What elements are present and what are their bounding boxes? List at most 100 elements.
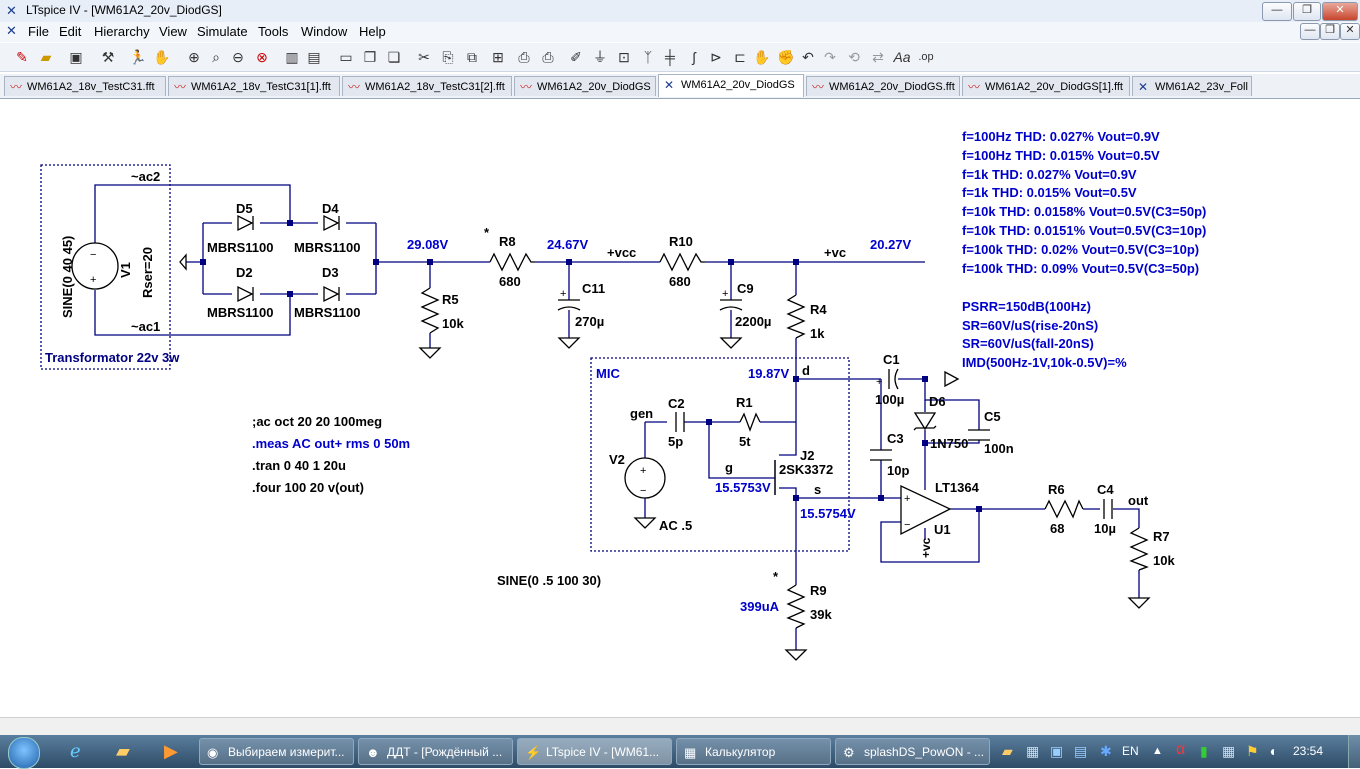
halt-icon[interactable]: ✋	[153, 49, 171, 65]
ground-icon[interactable]: ⎙	[542, 49, 554, 65]
task-calculator[interactable]: ▦Калькулятор	[676, 738, 831, 765]
tray-bluetooth-icon[interactable]: ✱	[1100, 743, 1112, 759]
mic-label: MIC	[596, 366, 620, 381]
tab-label: WM61A2_20v_DiodGS.fft	[829, 81, 955, 93]
tray-arrow-icon[interactable]: ▲	[1152, 745, 1163, 757]
task-firefox[interactable]: ◉Выбираем измерит...	[199, 738, 354, 765]
rotate-icon[interactable]: ↶	[802, 49, 814, 65]
mirror-icon[interactable]: ↷	[824, 49, 836, 65]
show-desktop-button[interactable]	[1348, 735, 1360, 768]
task-label: splashDS_PowON - ...	[864, 745, 985, 759]
tool-icon: ⚙	[843, 745, 855, 760]
tab-wm61a2-20v-diodgs-fft[interactable]: 〰WM61A2_20v_DiodGS.fft	[806, 76, 960, 96]
restore-button[interactable]: ❐	[1293, 2, 1321, 21]
op-directive-icon[interactable]: .op	[918, 51, 934, 63]
tray-network-icon[interactable]: ▦	[1026, 743, 1040, 759]
tray-flag-icon[interactable]: ⚑	[1246, 743, 1259, 759]
component-icon[interactable]: ʃ	[692, 49, 696, 65]
tray-volume-icon[interactable]: ◖	[1268, 743, 1277, 759]
spice-directive-icon[interactable]: ⇄	[872, 49, 884, 65]
spice-directives[interactable]: ;ac oct 20 20 100meg .meas AC out+ rms 0…	[252, 414, 410, 495]
tab-wm61a2-20v-diodgs-waveform[interactable]: 〰WM61A2_20v_DiodGS	[514, 76, 656, 96]
tray-alpha-icon[interactable]: α	[1176, 741, 1186, 758]
g-net-label: g	[725, 460, 733, 475]
print-icon[interactable]: ⊞	[492, 49, 504, 65]
run-icon[interactable]: 🏃	[129, 49, 147, 65]
zoom-out-icon[interactable]: ⊖	[232, 49, 244, 65]
tray-battery-icon[interactable]: ▮	[1200, 743, 1208, 759]
schematic-canvas[interactable]: −+ +− +− +++ D5 D4 MBRS1100 MBRS1100 D2 …	[0, 99, 1360, 716]
mdi-minimize-button[interactable]: —	[1300, 23, 1320, 40]
clock[interactable]: 23:54	[1293, 744, 1324, 758]
minimize-button[interactable]: —	[1262, 2, 1292, 21]
ie-icon[interactable]: ℯ	[70, 741, 81, 761]
tray-monitor-icon[interactable]: ▣	[1050, 743, 1064, 759]
zoom-fit-icon[interactable]: ⊗	[256, 49, 268, 65]
print-setup-icon[interactable]: ⧉	[467, 49, 477, 65]
mdi-restore-button[interactable]: ❐	[1320, 23, 1340, 40]
tile-icon[interactable]: ▤	[307, 49, 321, 65]
tab-wm61a2-20v-diodgs-1-fft[interactable]: 〰WM61A2_20v_DiodGS[1].fft	[962, 76, 1130, 96]
task-label: LTspice IV - [WM61...	[546, 745, 660, 759]
language-indicator[interactable]: EN	[1122, 744, 1139, 758]
drag-icon[interactable]: ⊏	[734, 49, 746, 65]
draw-wire-icon[interactable]: ⎙	[518, 49, 530, 65]
schematic-icon: ✕	[1138, 80, 1149, 94]
tab-wm61a2-20v-diodgs-schematic[interactable]: ✕WM61A2_20v_DiodGS	[658, 74, 804, 97]
font-icon[interactable]: Aa	[893, 49, 911, 65]
open-icon[interactable]: ▰	[40, 49, 52, 65]
new-schematic-icon[interactable]: ✎	[16, 49, 28, 65]
menu-view[interactable]: View	[159, 24, 187, 39]
task-ddt[interactable]: ☻ДДТ - [Рождённый ...	[358, 738, 513, 765]
media-icon[interactable]: ▶	[164, 741, 178, 761]
tray-folder-icon[interactable]: ▰	[1002, 743, 1013, 759]
inductor-icon[interactable]: ᛉ	[643, 49, 653, 65]
diode-icon[interactable]: ╪	[665, 49, 675, 65]
mdi-close-button[interactable]: ✕	[1340, 23, 1360, 40]
capacitor-icon[interactable]: ⊡	[618, 49, 630, 65]
tray-display-icon[interactable]: ▤	[1074, 743, 1088, 759]
transformer-box	[40, 164, 171, 370]
save-icon[interactable]: ▣	[69, 49, 83, 65]
close-window-icon[interactable]: ❐	[363, 49, 377, 65]
menu-window[interactable]: Window	[301, 24, 348, 39]
control-panel-icon[interactable]: ⚒	[101, 49, 115, 65]
waveform-icon: 〰	[174, 80, 187, 94]
autorange-icon[interactable]: ▥	[285, 49, 299, 65]
tab-wm61a2-18v-testc31-2-fft[interactable]: 〰WM61A2_18v_TestC31[2].fft	[342, 76, 512, 96]
start-orb-icon[interactable]	[8, 737, 40, 769]
tab-wm61a2-18v-testc31-1-fft[interactable]: 〰WM61A2_18v_TestC31[1].fft	[168, 76, 340, 96]
c2-name: C2	[668, 396, 685, 411]
resistor-icon[interactable]: ⏚	[593, 49, 607, 65]
explorer-icon[interactable]: ▰	[116, 741, 130, 761]
task-splashds[interactable]: ⚙ splashDS_PowON - ...	[835, 738, 990, 765]
schematic-drawing[interactable]: −+ +− +− +++ D5 D4 MBRS1100 MBRS1100 D2 …	[0, 99, 1360, 716]
undo-icon[interactable]: ✋	[753, 49, 771, 65]
perf-note-2: SR=60V/uS(rise-20nS)	[962, 318, 1098, 333]
zoom-in-icon[interactable]: ⊕	[188, 49, 200, 65]
v2-value: AC .5	[659, 518, 692, 533]
copy-icon[interactable]: ✂	[418, 49, 430, 65]
close-button[interactable]: ✕	[1322, 2, 1358, 21]
r5-value: 10k	[442, 316, 464, 331]
menu-edit[interactable]: Edit	[59, 24, 82, 39]
task-ltspice[interactable]: ⚡LTspice IV - [WM61...	[517, 738, 672, 765]
tray-network-status-icon[interactable]: ▦	[1222, 743, 1236, 759]
menu-hierarchy[interactable]: Hierarchy	[94, 24, 150, 39]
d6-value: 1N750	[930, 436, 968, 451]
redo-icon[interactable]: ✊	[777, 49, 795, 65]
menu-help[interactable]: Help	[359, 24, 386, 39]
label-net-icon[interactable]: ✐	[570, 49, 582, 65]
cut-icon[interactable]: ❏	[387, 49, 401, 65]
r10-name: R10	[669, 234, 693, 249]
tab-wm61a2-23v-foll[interactable]: ✕WM61A2_23v_Foll	[1132, 76, 1252, 96]
find-icon[interactable]: ⎘	[442, 49, 454, 65]
tab-wm61a2-18v-testc31-fft[interactable]: 〰WM61A2_18v_TestC31.fft	[4, 76, 166, 96]
menu-simulate[interactable]: Simulate	[197, 24, 248, 39]
pan-icon[interactable]: ⌕	[212, 49, 220, 65]
text-icon[interactable]: ⟲	[848, 49, 860, 65]
menu-file[interactable]: File	[28, 24, 49, 39]
move-icon[interactable]: ⊳	[710, 49, 722, 65]
menu-tools[interactable]: Tools	[258, 24, 289, 39]
cascade-icon[interactable]: ▭	[339, 49, 353, 65]
